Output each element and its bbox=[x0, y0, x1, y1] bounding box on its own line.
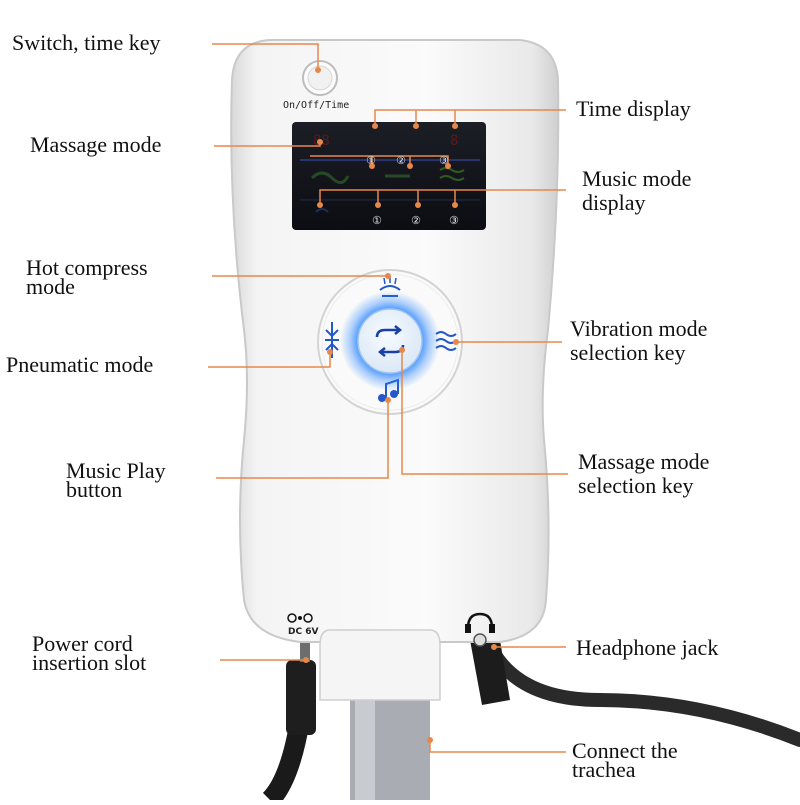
callout-music-mode-display-l1: Music mode bbox=[582, 166, 692, 191]
callout-line-trachea bbox=[429, 740, 566, 753]
power-time-button-inner bbox=[307, 65, 333, 91]
callout-trachea-l1: Connect the bbox=[572, 738, 678, 763]
callout-headphone-jack: Headphone jack bbox=[576, 635, 719, 660]
power-plug bbox=[286, 660, 316, 735]
lcd-marker-2: ② bbox=[396, 154, 406, 167]
callout-massage-selection-l2: selection key bbox=[578, 473, 694, 498]
callout-line-music-play bbox=[216, 400, 389, 479]
massage-mode-center-button[interactable] bbox=[357, 308, 423, 374]
air-hose-highlight bbox=[355, 700, 375, 800]
lcd-massage-icon bbox=[310, 171, 350, 184]
lcd-bottom-marker-1: ① bbox=[372, 214, 382, 227]
callout-music-mode-display-l2: display bbox=[582, 190, 646, 215]
lcd-vibration-icon bbox=[439, 167, 465, 181]
callout-line-massage-select bbox=[401, 350, 568, 475]
callout-line-music-display bbox=[319, 189, 566, 205]
callout-trachea-l2: trachea bbox=[572, 757, 636, 782]
callout-power-cord-l2: insertion slot bbox=[32, 650, 147, 675]
callout-power-cord-l1: Power cord bbox=[32, 631, 133, 656]
lcd-marker-3: ③ bbox=[439, 154, 449, 167]
lcd-bottom-marker-2: ② bbox=[411, 214, 421, 227]
lcd-marker-1: ① bbox=[366, 154, 376, 167]
pneumatic-icon[interactable] bbox=[325, 322, 339, 358]
callout-music-play-l1: Music Play bbox=[66, 458, 166, 483]
headphone-jack-port bbox=[473, 633, 487, 647]
dc-polarity-icon bbox=[287, 613, 313, 623]
callout-vibration-l2: selection key bbox=[570, 340, 686, 365]
lcd-bottom-marker-3: ③ bbox=[449, 214, 459, 227]
callout-hot-compress-l2: mode bbox=[26, 274, 75, 299]
callout-massage-mode: Massage mode bbox=[30, 132, 162, 157]
callout-massage-selection-l1: Massage mode bbox=[578, 449, 710, 474]
lcd-time-digits-2: 8 bbox=[450, 133, 458, 149]
callout-pneumatic-mode: Pneumatic mode bbox=[6, 352, 154, 377]
headphone-icon bbox=[465, 612, 495, 633]
power-key-printed-label: On/Off/Time bbox=[283, 100, 349, 111]
callout-line-pneumatic bbox=[208, 352, 331, 368]
callout-hot-compress-l1: Hot compress bbox=[26, 255, 148, 280]
headphone-cable bbox=[485, 643, 800, 747]
dc-printed-label: DC 6V bbox=[288, 627, 318, 637]
callout-vibration-l1: Vibration mode bbox=[570, 316, 708, 341]
hose-connector bbox=[319, 629, 441, 701]
callout-dots bbox=[303, 67, 497, 743]
power-plug-pin bbox=[300, 640, 310, 662]
callout-time-display: Time display bbox=[576, 96, 691, 121]
callout-switch-time-key: Switch, time key bbox=[12, 30, 161, 55]
headphone-plug bbox=[470, 640, 510, 705]
callout-music-play-l2: button bbox=[66, 477, 123, 502]
callout-line-switch bbox=[212, 43, 319, 70]
lcd-music-icon bbox=[315, 208, 329, 213]
